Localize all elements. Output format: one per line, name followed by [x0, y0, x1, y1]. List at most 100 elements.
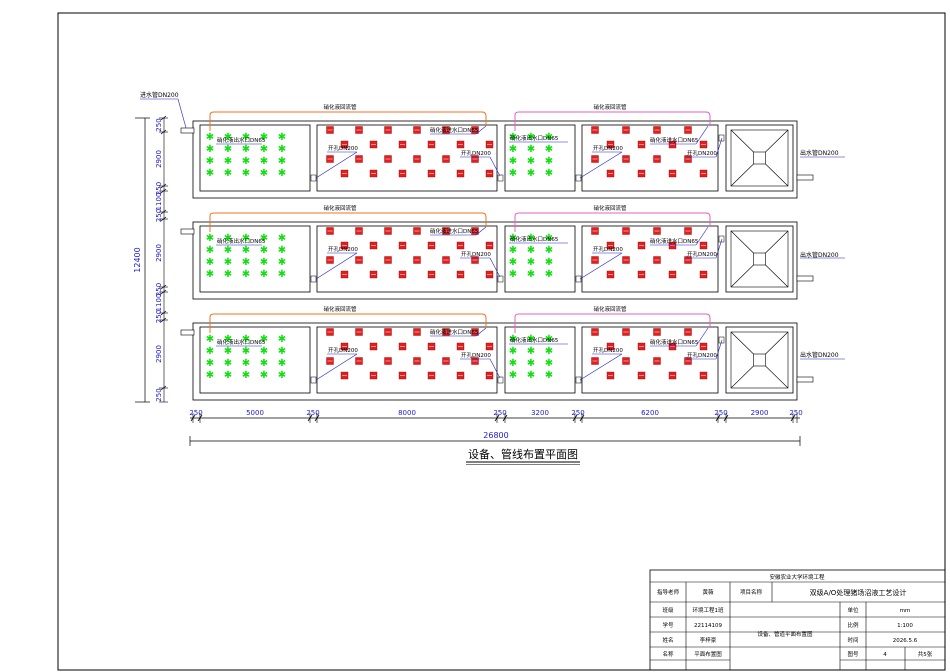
stirrer-icon: ✱: [260, 132, 268, 143]
stirrer-icon: ✱: [242, 132, 250, 143]
nitrate-inlet-label: 硝化液进水口DN65: [650, 237, 699, 245]
left-dimension-label: 2900: [155, 150, 163, 168]
stirrer-icon: ✱: [545, 269, 553, 280]
stirrer-icon: ✱: [224, 168, 232, 179]
stirrer-icon: ✱: [206, 346, 214, 357]
left-dimension-label: 250: [155, 283, 163, 296]
stirrer-icon: ✱: [509, 257, 517, 268]
hopper-inner: [730, 230, 789, 288]
leader-line: [695, 226, 709, 246]
aerobic-tank-1: [316, 326, 498, 394]
stirrer-icon: ✱: [242, 269, 250, 280]
hole-label: 开孔DN200: [593, 346, 623, 354]
stirrer-icon: ✱: [545, 233, 553, 244]
stirrer-icon: ✱: [206, 144, 214, 155]
stirrer-icon: ✱: [206, 334, 214, 345]
hopper-center: [753, 252, 766, 266]
hole-label: 开孔DN200: [461, 149, 491, 157]
hole-label: 开孔DN200: [461, 250, 491, 258]
bottom-dimension-label: 3200: [531, 409, 549, 417]
stirrer-icon: ✱: [260, 233, 268, 244]
stirrer-icon: ✱: [509, 358, 517, 369]
left-dimension-label: 1100: [155, 193, 163, 211]
stirrer-icon: ✱: [545, 168, 553, 179]
reflux-pipe-1: [209, 313, 487, 333]
tb-id: 22114109: [694, 623, 722, 629]
wall-opening: [575, 174, 582, 182]
tb-scale-label: 比例: [847, 621, 859, 629]
leader-line: [695, 125, 709, 145]
left-dimension-label: 1100: [155, 294, 163, 312]
stirrer-icon: ✱: [224, 144, 232, 155]
left-dimension-label: 250: [155, 209, 163, 222]
stirrer-icon: ✱: [545, 257, 553, 268]
stirrer-icon: ✱: [242, 156, 250, 167]
stirrer-icon: ✱: [206, 245, 214, 256]
nitrate-outlet-label: 硝化液出水口DN65: [510, 336, 559, 344]
stirrer-icon: ✱: [260, 370, 268, 381]
leader-line: [579, 252, 623, 280]
bottom-dimension-label: 5000: [246, 409, 264, 417]
stirrer-icon: ✱: [206, 269, 214, 280]
stirrer-icon: ✱: [545, 358, 553, 369]
stirrer-icon: ✱: [206, 132, 214, 143]
wall-opening: [310, 376, 317, 384]
tb-unit-label: 单位: [847, 606, 859, 614]
anoxic-tank-1: [199, 124, 311, 192]
reflux-pipe-2: [514, 313, 711, 333]
outlet-pipe-label: 出水管DN200: [800, 351, 839, 359]
stirrer-icon: ✱: [242, 370, 250, 381]
row-outer-wall: [192, 120, 798, 199]
nitrate-outlet-label: 硝化液出水口DN65: [217, 338, 266, 346]
wall-opening: [718, 235, 725, 243]
outlet-pipe: [796, 376, 814, 383]
nitrate-outlet-label: 硝化液出水口DN65: [510, 235, 559, 243]
stirrer-icon: ✱: [242, 358, 250, 369]
stirrer-icon: ✱: [224, 257, 232, 268]
leader-line: [475, 226, 487, 236]
stirrer-icon: ✱: [260, 156, 268, 167]
stirrer-icon: ✱: [278, 168, 286, 179]
title-block: 安徽农业大学环境工程 指导老师 黄薇 项目名称 双级A/O处理猪场沼液工艺设计 …: [649, 569, 946, 671]
reflux-pipe-label: 硝化液回流管: [323, 204, 357, 212]
wall-opening: [718, 134, 725, 142]
stirrer-icon: ✱: [242, 233, 250, 244]
bottom-dimension-label: 250: [571, 409, 584, 417]
tb-advisor-label: 指导老师: [657, 588, 680, 596]
outer-frame: [57, 12, 946, 671]
aerobic-tank-1: [316, 124, 498, 192]
stirrer-icon: ✱: [278, 358, 286, 369]
hole-label: 开孔DN200: [328, 245, 358, 253]
stirrer-icon: ✱: [260, 358, 268, 369]
reflux-pipe-label: 硝化液回流管: [323, 103, 357, 111]
aerobic-tank-2: [581, 124, 719, 192]
stirrer-icon: ✱: [545, 144, 553, 155]
left-dimension-label: 2900: [155, 244, 163, 262]
nitrate-outlet-label: 硝化液出水口DN65: [217, 237, 266, 245]
stirrer-icon: ✱: [527, 144, 535, 155]
hopper-inner: [730, 129, 789, 187]
bottom-dimension-label: 250: [789, 409, 802, 417]
overall-width-label: 12400: [133, 247, 142, 272]
left-dimension-label: 250: [155, 182, 163, 195]
stirrer-icon: ✱: [527, 156, 535, 167]
nitrate-inlet-label: 硝化液进水口DN65: [430, 126, 479, 134]
stirrer-icon: ✱: [206, 168, 214, 179]
tb-scale: 1:100: [897, 623, 913, 629]
stirrer-icon: ✱: [527, 257, 535, 268]
inlet-pipe-label: 进水管DN200: [140, 91, 179, 99]
left-dimension-label: 250: [155, 310, 163, 323]
bottom-dimension-label: 250: [714, 409, 727, 417]
stirrer-icon: ✱: [224, 334, 232, 345]
stirrer-icon: ✱: [278, 269, 286, 280]
stirrer-icon: ✱: [278, 144, 286, 155]
bottom-dimension-label: 6200: [641, 409, 659, 417]
leader-line: [475, 125, 487, 135]
stirrer-icon: ✱: [509, 168, 517, 179]
stirrer-icon: ✱: [527, 245, 535, 256]
reflux-pipe-1: [209, 212, 487, 232]
hole-label: 开孔DN200: [461, 351, 491, 359]
stirrer-icon: ✱: [278, 156, 286, 167]
